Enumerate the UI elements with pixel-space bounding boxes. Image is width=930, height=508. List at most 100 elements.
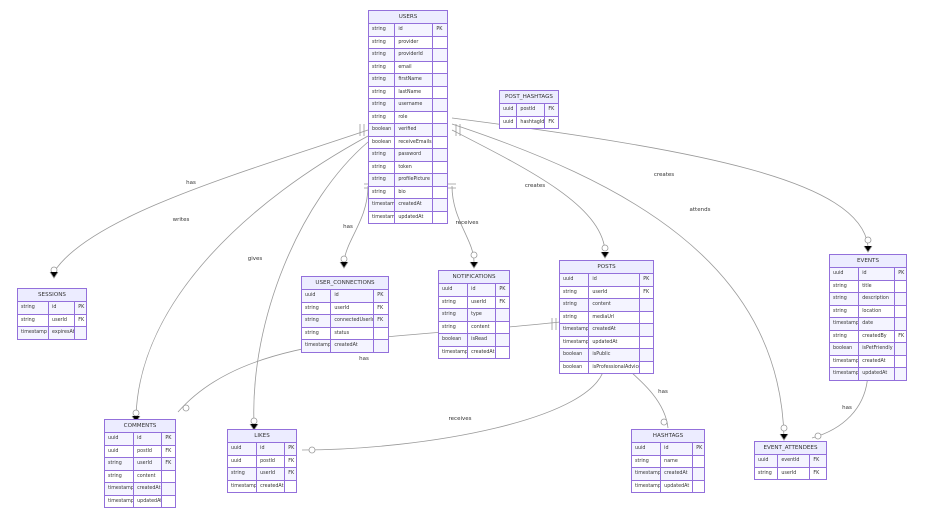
- line-users-connections: [343, 185, 369, 263]
- attribute-type: uuid: [228, 455, 258, 467]
- attribute-key: [433, 149, 447, 161]
- attribute-name: isRead: [468, 334, 497, 346]
- attribute-type: string: [369, 24, 396, 36]
- attribute-type: boolean: [369, 136, 396, 148]
- attribute-name: date: [859, 318, 896, 330]
- entity-title: USERS: [369, 11, 447, 24]
- attribute-name: createdAt: [257, 480, 286, 492]
- attribute-key: FK: [377, 305, 384, 311]
- attribute-name: userId: [49, 314, 76, 326]
- attribute-type: string: [439, 309, 469, 321]
- attribute-type: string: [369, 161, 396, 173]
- attribute-type: string: [439, 296, 469, 308]
- attribute-key: [374, 340, 388, 352]
- attribute-name: firstName: [395, 74, 434, 86]
- relationship-label-posts-comments: has: [359, 356, 369, 362]
- entity-title: POSTS: [560, 261, 653, 274]
- attribute-key: [693, 456, 704, 468]
- attribute-key: [496, 309, 509, 321]
- attribute-name: email: [395, 61, 434, 73]
- attribute-name: createdBy: [859, 330, 896, 342]
- relationship-label-users-posts: creates: [525, 183, 545, 189]
- attribute-name: id: [331, 290, 375, 302]
- attribute-name: postId: [517, 104, 546, 116]
- attribute-name: id: [589, 274, 641, 286]
- attribute-type: timestamp: [632, 468, 662, 480]
- attribute-type: timestamp: [228, 480, 258, 492]
- attribute-type: uuid: [755, 455, 779, 467]
- attribute-type: string: [18, 314, 50, 326]
- attribute-name: isPetFriendly: [859, 343, 896, 355]
- attribute-key: [433, 174, 447, 186]
- attribute-name: userId: [778, 467, 811, 479]
- attribute-type: string: [369, 74, 396, 86]
- attribute-key: FK: [643, 289, 650, 295]
- entity-title: LIKES: [228, 430, 296, 443]
- attribute-key: [640, 299, 653, 311]
- attribute-type: uuid: [105, 445, 135, 457]
- attribute-name: token: [395, 161, 434, 173]
- attribute-name: id: [257, 443, 286, 455]
- attribute-name: id: [859, 268, 896, 280]
- attribute-type: string: [560, 286, 590, 298]
- attribute-key: [693, 481, 704, 493]
- attribute-type: string: [830, 280, 860, 292]
- attribute-type: string: [830, 293, 860, 305]
- attribute-name: content: [468, 321, 497, 333]
- attribute-type: timestamp: [369, 199, 396, 211]
- attribute-name: userId: [468, 296, 497, 308]
- attribute-type: timestamp: [105, 483, 135, 495]
- attribute-key: FK: [898, 333, 905, 339]
- attribute-type: string: [560, 299, 590, 311]
- relationship-label-events-attendees: has: [842, 405, 852, 411]
- attribute-name: createdAt: [661, 468, 694, 480]
- entity-title: SESSIONS: [18, 289, 86, 302]
- attribute-name: status: [331, 327, 375, 339]
- attribute-type: uuid: [560, 274, 590, 286]
- attribute-key: [433, 99, 447, 111]
- line-users-events: [451, 117, 869, 247]
- attribute-name: mediaUrl: [589, 311, 641, 323]
- attribute-type: string: [228, 468, 258, 480]
- attribute-name: createdAt: [395, 199, 434, 211]
- attribute-key: [433, 87, 447, 99]
- attribute-type: string: [560, 311, 590, 323]
- attribute-name: location: [859, 305, 896, 317]
- attribute-key: [433, 187, 447, 199]
- attribute-type: uuid: [302, 290, 332, 302]
- line-users-comments: [135, 135, 369, 417]
- attribute-type: string: [369, 36, 396, 48]
- attribute-type: string: [302, 302, 332, 314]
